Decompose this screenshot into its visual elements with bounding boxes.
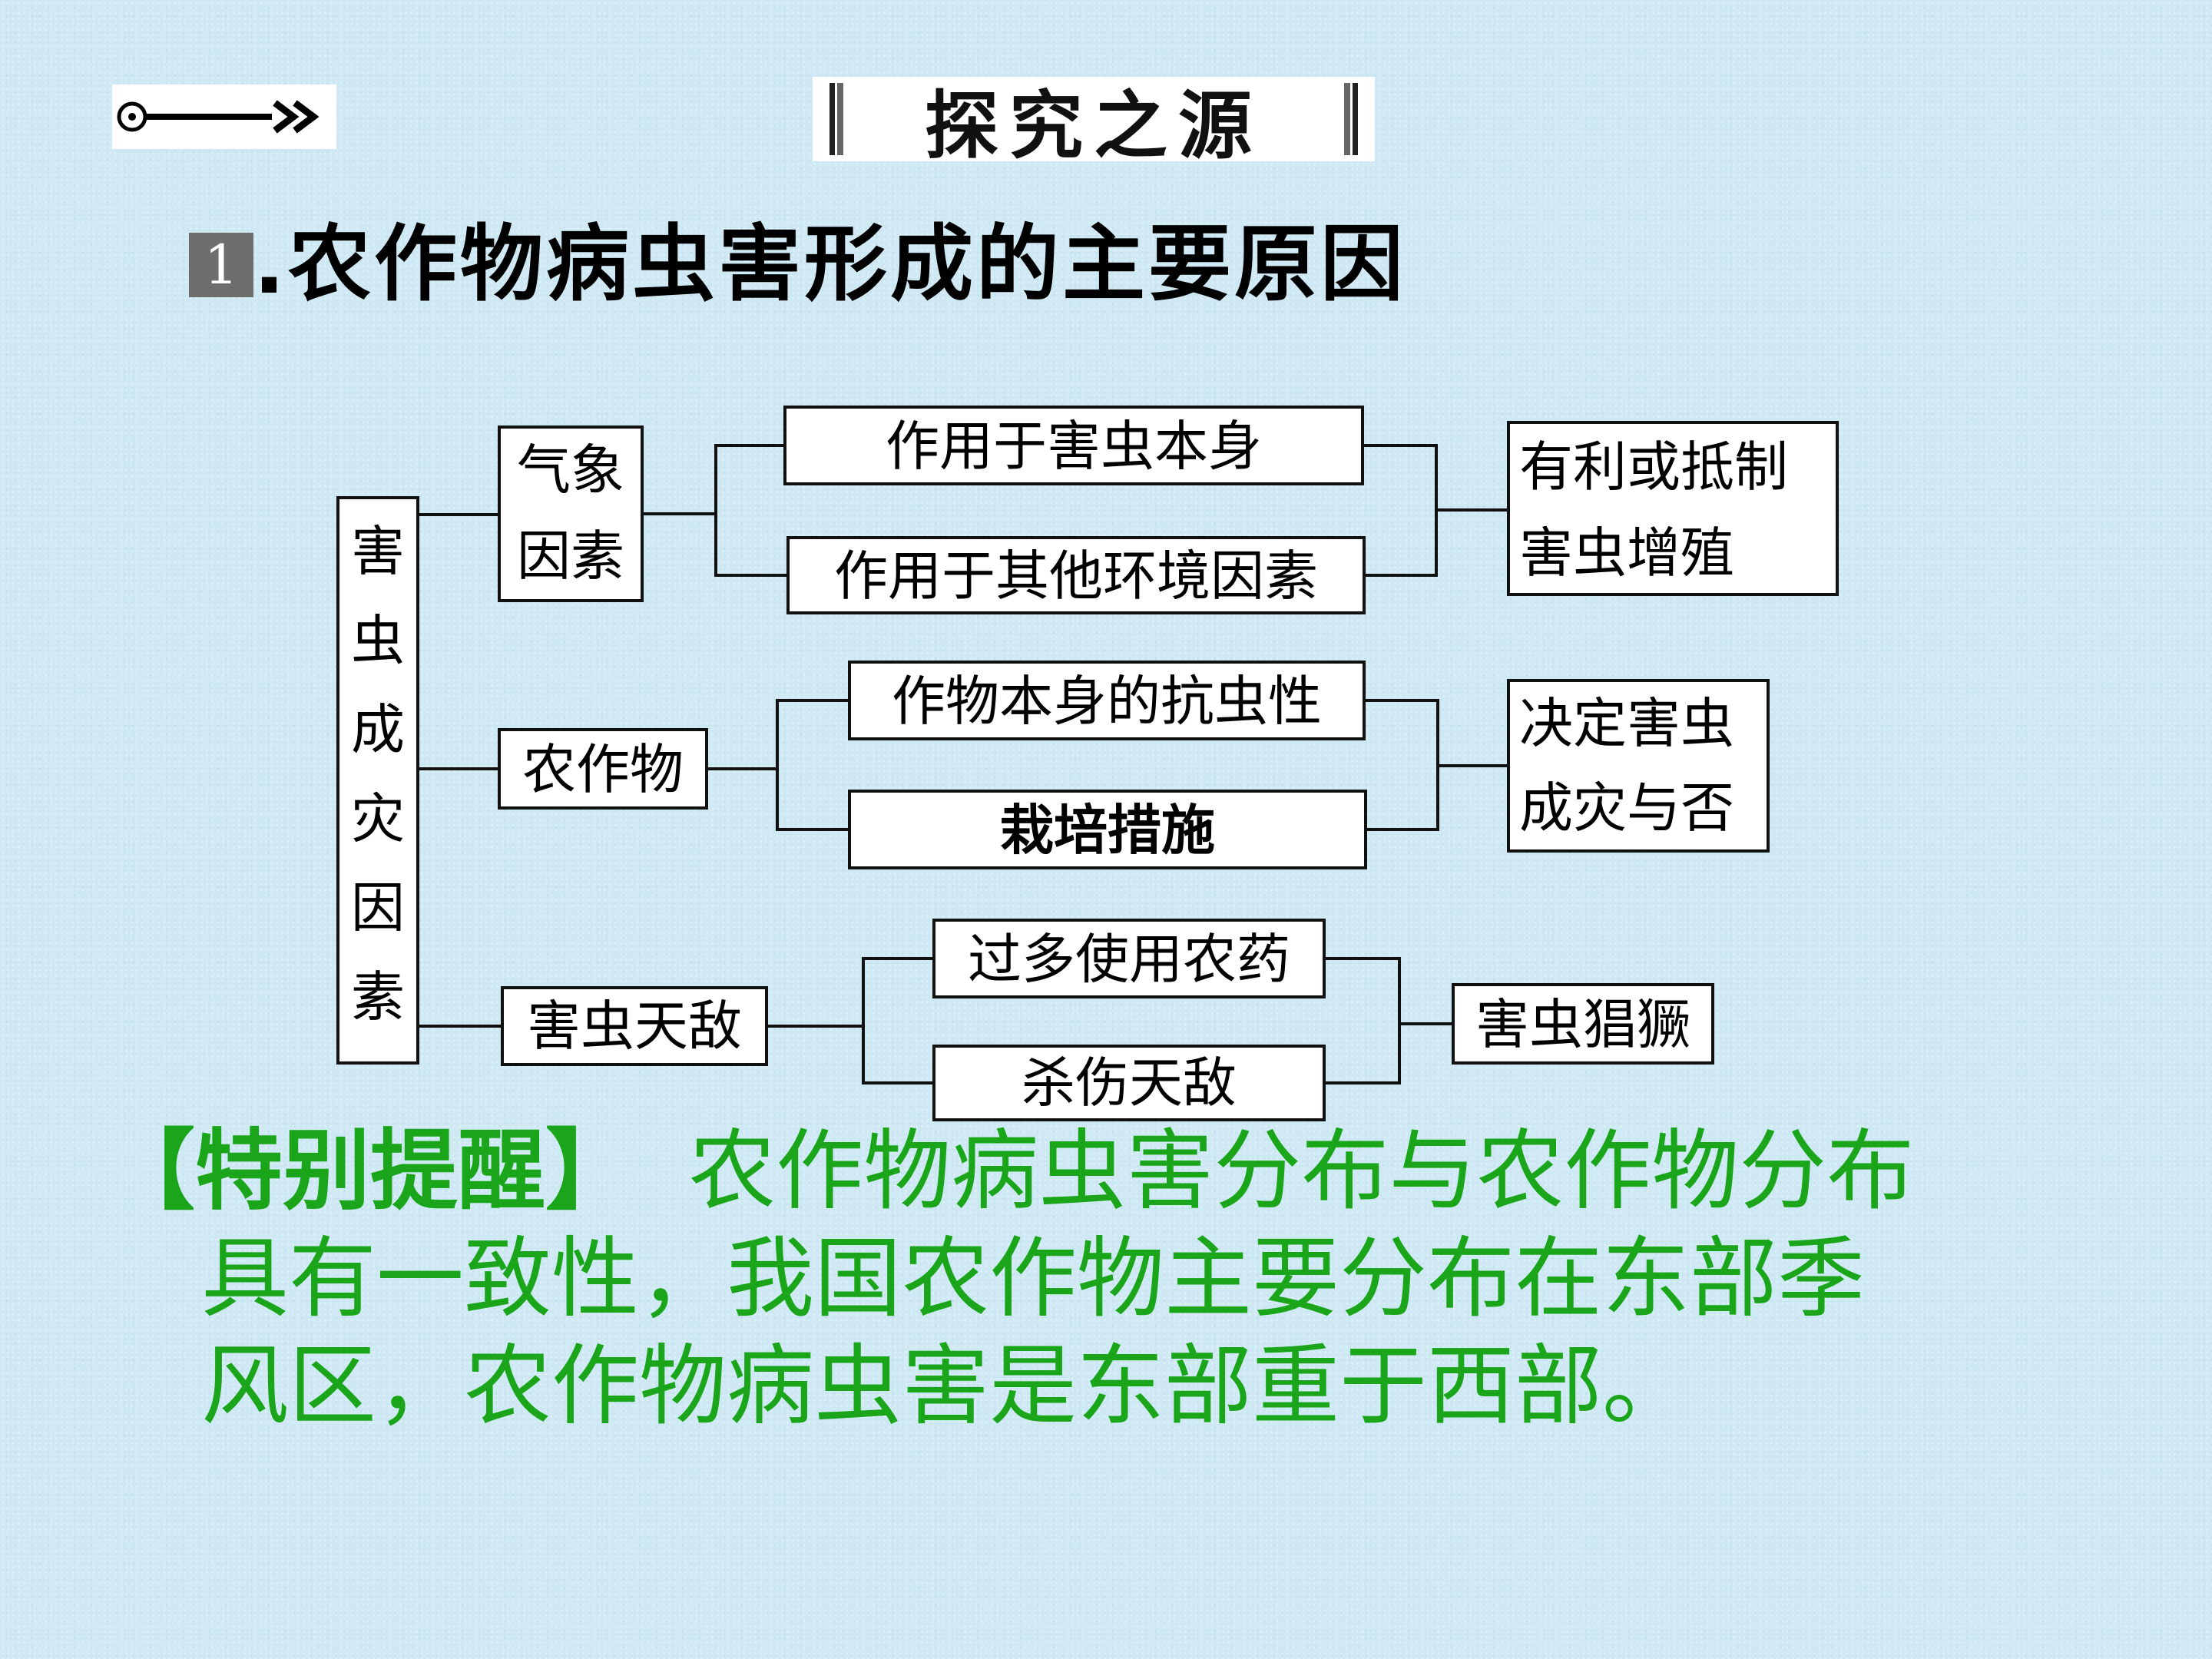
page-title: .农作物病虫害形成的主要原因 [253, 217, 1407, 313]
connector-lines [418, 444, 1508, 1084]
branch-label: 作用于害虫本身 [886, 415, 1262, 478]
note-line: 【特别提醒】 农作物病虫害分布与农作物分布 [108, 1118, 2104, 1225]
branch-box-pest-direct [783, 406, 1364, 485]
note-label: 【特别提醒】 [108, 1120, 634, 1222]
category-label: 害虫天敌 [527, 995, 742, 1058]
branch-label: 过多使用农药 [968, 928, 1290, 991]
arrow-badge [112, 84, 336, 149]
number-badge: 1 [189, 233, 253, 297]
branch-box-pesticide [932, 919, 1326, 998]
root-char: 害 [351, 520, 405, 583]
branch-label: 杀伤天敌 [1022, 1051, 1237, 1114]
branch-label: 栽培措施 [1000, 798, 1215, 862]
root-char: 因 [351, 876, 405, 939]
special-note: 【特别提醒】 农作物病虫害分布与农作物分布 具有一致性，我国农作物主要分布在东部… [108, 1118, 2104, 1440]
root-box [336, 496, 419, 1065]
branch-box-kill-enemy [932, 1045, 1326, 1121]
result-label: 害虫猖獗 [1475, 993, 1690, 1056]
category-label: 农作物 [522, 738, 684, 801]
result-label: 成灾与否 [1519, 777, 1734, 839]
result-box-proliferation [1507, 421, 1839, 596]
double-chevron-arrow-icon [117, 100, 320, 134]
branch-box-cultivation [848, 790, 1367, 869]
root-char: 灾 [351, 787, 405, 850]
result-label: 决定害虫 [1519, 692, 1734, 755]
branch-box-environment [786, 536, 1366, 614]
branch-box-resistance [848, 661, 1366, 740]
category-label: 气象 [517, 439, 624, 502]
branch-label: 作物本身的抗虫性 [892, 670, 1322, 733]
result-box-disaster [1507, 679, 1770, 853]
result-label: 有利或抵制 [1519, 435, 1788, 498]
note-text: 农作物病虫害分布与农作物分布 [688, 1120, 1915, 1222]
root-char: 虫 [351, 609, 405, 672]
root-char: 素 [351, 965, 405, 1028]
banner-bar-left [830, 83, 843, 155]
cause-diagram: 害 虫 成 灾 因 素 气象 因素 作用于害虫本身 作用于其他环境因素 有利或抵… [336, 406, 1839, 1121]
category-label: 因素 [517, 525, 624, 588]
banner-bar-right [1344, 83, 1358, 155]
root-char: 成 [351, 698, 405, 761]
category-box-enemy [501, 986, 768, 1066]
section-title: 探究之源 [925, 82, 1263, 169]
note-line: 风区，农作物病虫害是东部重于西部。 [201, 1335, 1690, 1437]
branch-label: 作用于其他环境因素 [834, 545, 1318, 608]
note-line: 具有一致性，我国农作物主要分布在东部季 [201, 1227, 1866, 1330]
section-banner: 探究之源 [813, 77, 1375, 169]
title-row: 1 .农作物病虫害形成的主要原因 [189, 215, 1406, 315]
result-box-rampant [1452, 983, 1714, 1065]
result-label: 害虫增殖 [1519, 522, 1734, 584]
